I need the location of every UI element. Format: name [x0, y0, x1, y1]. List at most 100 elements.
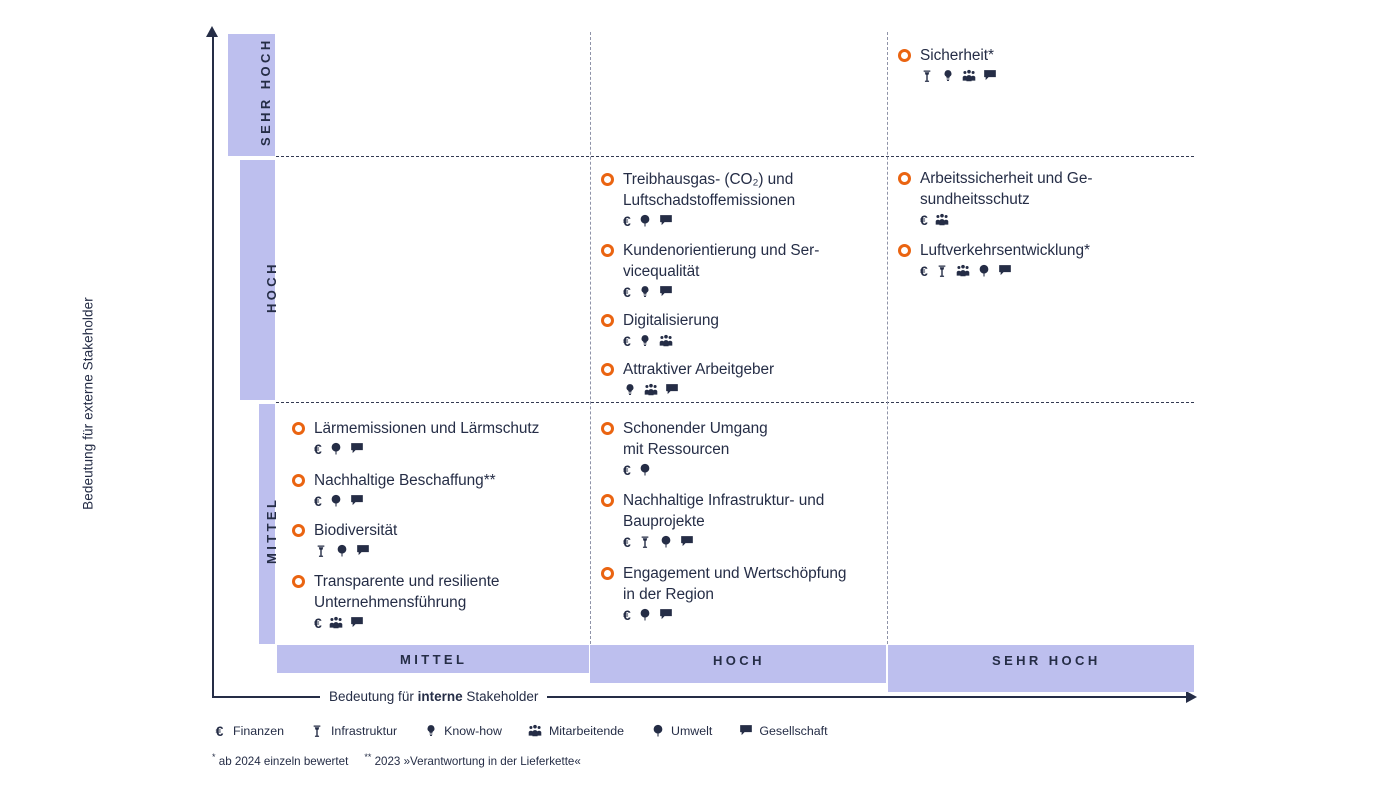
- mitarbeitende-icon: [659, 334, 673, 348]
- topic-item[interactable]: Schonender Umgang mit Ressourcen€: [601, 418, 768, 477]
- footnote: * ab 2024 einzeln bewertet: [212, 752, 348, 768]
- footnotes: * ab 2024 einzeln bewertet ** 2023 »Veran…: [212, 752, 581, 768]
- legend-item-know-how: Know-how: [423, 724, 502, 738]
- topic-label: Sicherheit*: [920, 47, 994, 64]
- topic-icon-row: €: [623, 534, 824, 549]
- footnote-marker: **: [364, 752, 372, 762]
- umwelt-icon: [638, 214, 652, 228]
- finanzen-icon: €: [314, 614, 322, 631]
- y-axis-line: [212, 32, 214, 697]
- topic-icon-row: [314, 543, 397, 558]
- umwelt-icon: [977, 264, 991, 278]
- topic-item[interactable]: Digitalisierung€: [601, 310, 719, 348]
- y-axis-arrow-icon: [206, 26, 218, 37]
- know-how-icon: [638, 334, 652, 348]
- topic-item[interactable]: Kundenorientierung und Ser- vicequalität…: [601, 240, 819, 299]
- footnote: ** 2023 »Verantwortung in der Lieferkett…: [364, 752, 581, 768]
- topic-label: Biodiversität: [314, 522, 398, 539]
- topic-icon-row: [623, 382, 774, 397]
- gridline-vertical-right: [887, 32, 888, 644]
- gesellschaft-icon: [998, 264, 1012, 278]
- finanzen-icon: €: [623, 332, 631, 349]
- topic-icon-row: €: [623, 333, 719, 348]
- x-band-mittel: [277, 645, 589, 673]
- infrastruktur-icon: [310, 724, 325, 738]
- topic-item[interactable]: Nachhaltige Infrastruktur- und Bauprojek…: [601, 490, 824, 549]
- x-band-label-mittel: MITTEL: [400, 652, 468, 667]
- gesellschaft-icon: [659, 285, 673, 299]
- gesellschaft-icon: [350, 442, 364, 456]
- infrastruktur-icon: [920, 69, 934, 83]
- x-band-label-sehr-hoch: SEHR HOCH: [992, 653, 1101, 668]
- topic-label: Treibhausgas- (CO₂) und Luftschadstoffem…: [623, 171, 796, 209]
- topic-label: Luftverkehrsentwicklung*: [920, 242, 1090, 259]
- topic-label: Kundenorientierung und Ser- vicequalität: [623, 242, 820, 280]
- legend-item-finanzen: €Finanzen: [212, 724, 284, 738]
- finanzen-icon: €: [920, 211, 928, 228]
- x-axis-line: [212, 696, 1194, 698]
- x-band-sehr-hoch: [888, 645, 1194, 692]
- topic-dot-icon: [601, 494, 614, 507]
- know-how-icon: [623, 383, 637, 397]
- topic-dot-icon: [601, 314, 614, 327]
- topic-item[interactable]: Transparente und resiliente Unternehmens…: [292, 571, 500, 631]
- x-axis-arrow-icon: [1186, 691, 1197, 703]
- finanzen-icon: €: [623, 283, 631, 300]
- y-band-label-mittel: MITTEL: [264, 496, 279, 564]
- topic-item[interactable]: Biodiversität: [292, 520, 397, 558]
- topic-dot-icon: [292, 422, 305, 435]
- topic-label: Engagement und Wertschöpfung in der Regi…: [623, 565, 847, 603]
- topic-item[interactable]: Lärmemissionen und Lärmschutz€: [292, 418, 539, 456]
- umwelt-icon: [638, 463, 652, 477]
- topic-item[interactable]: Engagement und Wertschöpfung in der Regi…: [601, 563, 846, 622]
- finanzen-icon: €: [623, 606, 631, 623]
- umwelt-icon: [335, 544, 349, 558]
- topic-dot-icon: [292, 474, 305, 487]
- topic-dot-icon: [292, 575, 305, 588]
- umwelt-icon: [329, 442, 343, 456]
- topic-item[interactable]: Nachhaltige Beschaffung**€: [292, 470, 496, 508]
- topic-icon-row: €: [314, 493, 496, 508]
- topic-icon-row: €: [623, 462, 768, 477]
- topic-item[interactable]: Sicherheit*: [898, 45, 997, 83]
- y-band-mittel: [259, 404, 275, 644]
- umwelt-icon: [638, 608, 652, 622]
- topic-dot-icon: [898, 172, 911, 185]
- topic-label: Nachhaltige Infrastruktur- und Bauprojek…: [623, 492, 825, 530]
- legend-item-mitarbeitende: Mitarbeitende: [528, 724, 624, 738]
- infrastruktur-icon: [935, 264, 949, 278]
- topic-item[interactable]: Arbeitssicherheit und Ge- sundheitsschut…: [898, 168, 1092, 227]
- umwelt-icon: [329, 494, 343, 508]
- y-band-hoch: [240, 160, 275, 400]
- finanzen-icon: €: [623, 533, 631, 550]
- footnote-marker: *: [212, 752, 216, 762]
- legend-label: Umwelt: [671, 724, 713, 738]
- finanzen-icon: €: [623, 461, 631, 478]
- gesellschaft-icon: [665, 383, 679, 397]
- mitarbeitende-icon: [528, 724, 543, 738]
- topic-item[interactable]: Attraktiver Arbeitgeber: [601, 359, 774, 397]
- topic-icon-row: €: [623, 607, 846, 622]
- legend-label: Finanzen: [233, 724, 284, 738]
- topic-dot-icon: [601, 567, 614, 580]
- x-axis-label-post: Stakeholder: [462, 689, 539, 704]
- legend-item-umwelt: Umwelt: [650, 724, 712, 738]
- topic-item[interactable]: Luftverkehrsentwicklung*€: [898, 240, 1090, 278]
- legend-label: Gesellschaft: [759, 724, 828, 738]
- topic-dot-icon: [601, 422, 614, 435]
- topic-dot-icon: [292, 524, 305, 537]
- topic-label: Lärmemissionen und Lärmschutz: [314, 420, 540, 437]
- know-how-icon: [638, 285, 652, 299]
- topic-dot-icon: [601, 363, 614, 376]
- legend-item-infrastruktur: Infrastruktur: [310, 724, 397, 738]
- infrastruktur-icon: [638, 535, 652, 549]
- footnote-text: 2023 »Verantwortung in der Lieferkette«: [374, 754, 581, 768]
- topic-item[interactable]: Treibhausgas- (CO₂) und Luftschadstoffem…: [601, 169, 795, 228]
- mitarbeitende-icon: [956, 264, 970, 278]
- topic-dot-icon: [898, 244, 911, 257]
- gridline-horizontal-lower: [276, 402, 1194, 403]
- topic-dot-icon: [898, 49, 911, 62]
- legend: €Finanzen Infrastruktur Know-how Mitarbeite…: [212, 724, 854, 738]
- mitarbeitende-icon: [935, 213, 949, 227]
